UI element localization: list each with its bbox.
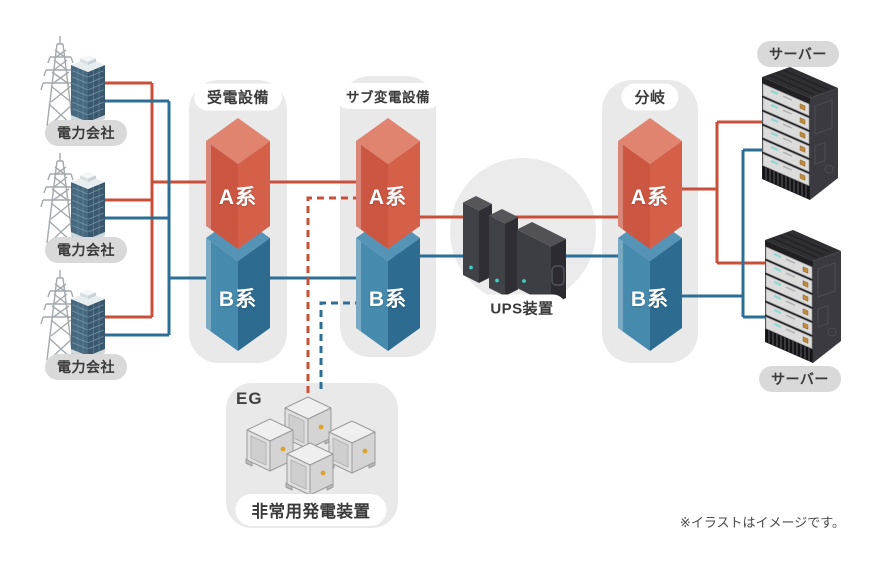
power-company-icon-2 — [40, 152, 106, 244]
generator-label: 非常用発電装置 — [235, 494, 387, 526]
sub-a-label: A系 — [368, 186, 408, 209]
eg-dashed-line-red — [306, 196, 372, 394]
sub-transformer-blocks — [356, 118, 420, 351]
branch-title: 分岐 — [621, 83, 679, 111]
power-company-icon-1 — [40, 35, 106, 127]
branch-blocks — [618, 118, 682, 351]
eg-tag: EG — [236, 389, 263, 408]
server-rack-icon-top — [762, 67, 838, 200]
server-label-top: サーバー — [757, 41, 839, 67]
receiving-b-label: B系 — [218, 288, 258, 311]
disclaimer-note: ※イラストはイメージです。 — [679, 515, 845, 530]
receiving-blocks — [206, 118, 270, 351]
server-label-bottom: サーバー — [759, 366, 841, 392]
receiving-title: 受電設備 — [193, 83, 283, 111]
branch-b-label: B系 — [630, 288, 670, 311]
power-company-icon-3 — [40, 269, 106, 361]
power-company-label-3: 電力会社 — [45, 354, 127, 380]
power-company-label-1: 電力会社 — [45, 120, 127, 146]
sub-b-label: B系 — [368, 288, 408, 311]
sub-transformer-title: サブ変電設備 — [336, 83, 440, 109]
power-company-label-2: 電力会社 — [45, 237, 127, 263]
branch-a-label: A系 — [630, 186, 670, 209]
ups-label: UPS装置 — [477, 294, 567, 322]
server-rack-icon-bottom — [765, 230, 841, 363]
receiving-a-label: A系 — [218, 186, 258, 209]
ups-units-icon — [463, 196, 566, 305]
